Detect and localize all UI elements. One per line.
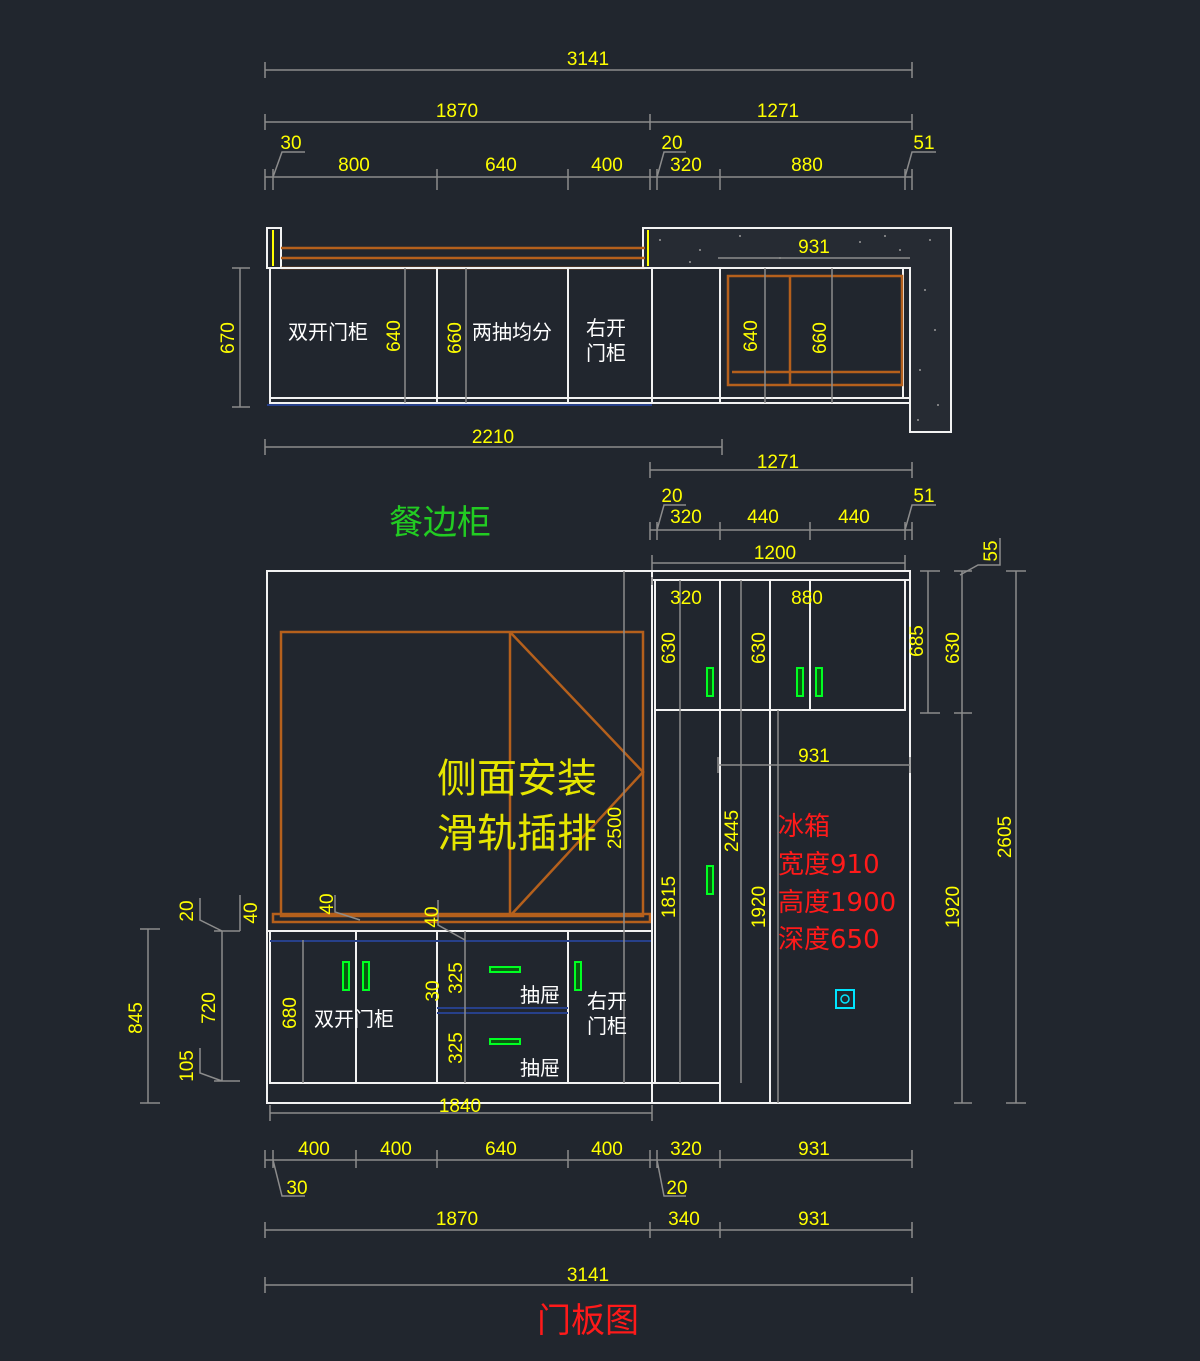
handle-icon [362,961,370,991]
dim-label: 440 [747,507,779,528]
dim-label: 400 [380,1139,412,1160]
dim-label: 680 [280,997,301,1029]
dim-label: 880 [791,155,823,176]
note-rail-socket: 滑轨插排 [437,811,597,857]
dim-label: 400 [298,1139,330,1160]
fridge-plan [726,274,904,387]
plan-label-two-drawers: 两抽均分 [472,320,552,344]
dim-label: 20 [666,1178,687,1199]
dim-label: 630 [749,632,770,664]
label-right-door-2: 门柜 [587,1014,627,1038]
dim-label: 630 [943,632,964,664]
plan-label-right-door-2: 门柜 [586,341,626,365]
dim-label: 320 [670,588,702,609]
dim-label: 2500 [605,807,626,849]
fridge-label: 冰箱 [778,812,830,842]
handle-icon [489,966,521,973]
handle-icon [574,961,582,991]
dim-label: 40 [241,902,262,923]
dim-label: 325 [446,962,467,994]
elevation-left [140,570,653,1121]
dim-label: 880 [791,588,823,609]
section-title-sideboard: 餐边柜 [389,503,491,543]
bottom-dimension-lines [264,1150,913,1293]
dim-label: 1920 [749,886,770,928]
dim-label: 1840 [439,1096,481,1117]
dim-label: 1815 [659,876,680,918]
dim-total-width: 3141 [567,49,609,70]
note-side-install: 侧面安装 [437,756,597,802]
dim-label: 2210 [472,427,514,448]
dim-label: 55 [981,540,1002,561]
dim-label: 640 [384,320,405,352]
handle-icon [796,667,804,697]
dim-right-section: 1271 [757,101,799,122]
dim-label: 325 [446,1032,467,1064]
handle-icon [342,961,350,991]
handle-icon [706,865,714,895]
dim-label: 660 [445,322,466,354]
dim-label: 340 [668,1209,700,1230]
top-dimension-lines [264,62,936,190]
dim-label: 931 [798,746,830,767]
handle-icon [706,667,714,697]
handle-icon [489,1038,521,1045]
dim-label: 800 [338,155,370,176]
dim-total-width-bottom: 3141 [567,1265,609,1286]
dim-label: 931 [798,1139,830,1160]
dim-label: 640 [485,1139,517,1160]
dim-label: 320 [670,155,702,176]
dim-label: 30 [423,980,444,1001]
fridge-height: 高度1900 [778,888,896,918]
dim-label: 40 [317,893,338,914]
fridge-depth: 深度650 [778,925,880,955]
dim-label: 630 [659,632,680,664]
side-panel [279,630,645,918]
dim-label: 20 [661,133,682,154]
dim-label: 51 [913,486,934,507]
dim-label: 320 [670,1139,702,1160]
dim-label: 400 [591,1139,623,1160]
dim-label: 720 [199,992,220,1024]
dim-label: 30 [286,1178,307,1199]
section-title-door-panel: 门板图 [537,1301,639,1341]
dim-label: 440 [838,507,870,528]
dim-label: 40 [422,906,443,927]
dim-label: 1271 [757,452,799,473]
handle-icon [815,667,823,697]
dim-label: 2605 [995,816,1016,858]
dim-label: 1200 [754,543,796,564]
dim-label: 931 [798,237,830,258]
dim-label: 670 [218,322,239,354]
dim-label: 51 [913,133,934,154]
label-double-door: 双开门柜 [314,1007,394,1031]
elevation-right [651,570,1026,1104]
label-right-door: 右开 [587,989,627,1013]
dim-label: 20 [661,486,682,507]
plan-label-double-door: 双开门柜 [288,320,368,344]
dim-label: 685 [907,625,928,657]
dim-label: 400 [591,155,623,176]
dim-label: 2445 [722,810,743,852]
dim-label: 1920 [943,886,964,928]
label-drawer-top: 抽屉 [520,983,560,1007]
dim-label: 320 [670,507,702,528]
dim-label: 660 [810,322,831,354]
plan-view [232,227,952,455]
dim-label: 105 [177,1050,198,1082]
dim-label: 1870 [436,1209,478,1230]
plan-label-right-door: 右开 [586,316,626,340]
dim-left-section: 1870 [436,101,478,122]
dim-label: 931 [798,1209,830,1230]
label-drawer-bottom: 抽屉 [520,1056,560,1080]
fridge-width: 宽度910 [778,850,880,880]
dim-label: 20 [177,900,198,921]
dim-label: 640 [485,155,517,176]
mid-dimension-lines [649,462,1001,576]
dim-label: 845 [126,1002,147,1034]
dim-label: 30 [280,133,301,154]
fridge-outlet-icon [835,989,855,1009]
dim-label: 640 [741,320,762,352]
